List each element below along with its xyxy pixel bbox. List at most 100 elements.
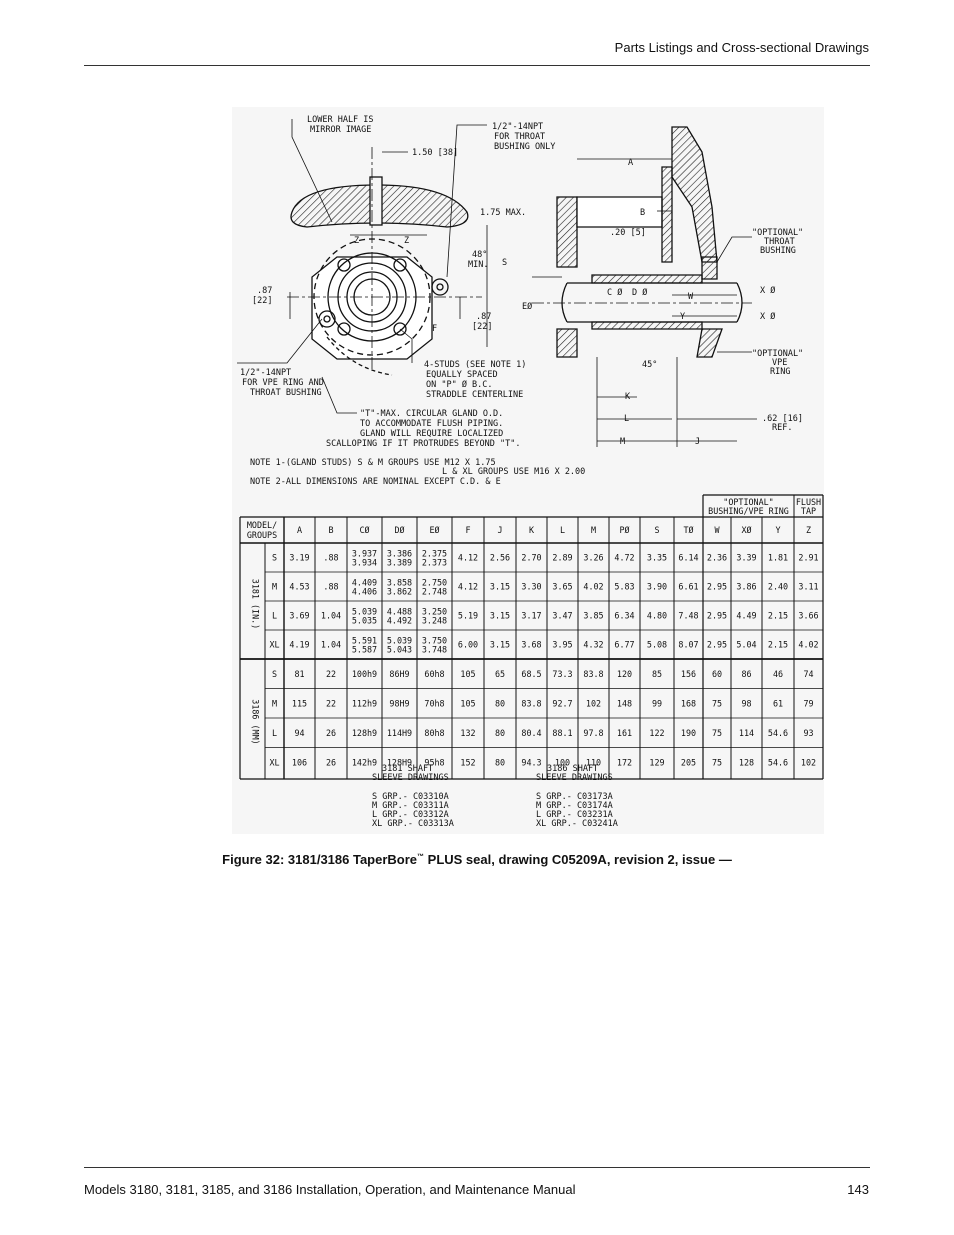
row-3186-cell-l-p: 161 (617, 728, 632, 738)
sleeve-3186-item-m: M GRP.- C03174A (536, 801, 613, 811)
label-dim87b-1: .87 (476, 312, 491, 322)
row-3186-cell-l-z: 93 (803, 728, 813, 738)
row-3186-cell-xl-z: 102 (801, 757, 816, 767)
drawing-notes: NOTE 1-(GLAND STUDS) S & M GROUPS USE M1… (250, 458, 585, 487)
row-3181-cell-l-y: 2.15 (768, 611, 788, 621)
label-opt-vpe-2: VPE (772, 358, 787, 368)
row-3181-cell-s-p: 4.72 (614, 553, 634, 563)
row-3186-cell-s-a: 81 (294, 669, 304, 679)
row-3186-cell-xl-t: 205 (681, 757, 696, 767)
sleeve-3186-item-s: S GRP.- C03173A (536, 792, 613, 802)
row-3181-cell-xl-w: 2.95 (707, 640, 727, 650)
row-3181-cell-l-f: 5.19 (458, 611, 478, 621)
label-j: J (695, 437, 700, 447)
row-3181-cell-l-b: 1.04 (321, 611, 341, 621)
row-3186-cell-xl-f: 152 (460, 757, 475, 767)
seal-section-view (532, 126, 757, 447)
group-flush-label-1: FLUSH (796, 497, 821, 507)
row-3181-cell-xl-j: 3.15 (490, 640, 510, 650)
row-3186-cell-l-l: 88.1 (552, 728, 572, 738)
block-label-3181: 3181 (IN.) (251, 579, 261, 629)
row-3186-cell-m-t: 168 (681, 698, 696, 708)
row-3181-cell-s-e-upper: 2.375 (422, 549, 447, 559)
row-3186-cell-s-w: 60 (712, 669, 722, 679)
row-3186-group-l: L (272, 728, 277, 738)
label-z-2: Z (404, 236, 409, 246)
shaft-sleeve-drawings: 3181 SHAFT SLEEVE DRAWINGS S GRP.- C0331… (372, 764, 618, 829)
row-3186-cell-xl-c: 142h9 (352, 757, 377, 767)
row-3186-cell-m-z: 79 (803, 698, 813, 708)
row-3181-cell-s-e-lower: 2.373 (422, 558, 447, 568)
row-3181-cell-m-t: 6.61 (678, 582, 698, 592)
column-header-model-1: MODEL/ (247, 520, 277, 530)
row-3181-cell-s-c-upper: 3.937 (352, 549, 377, 559)
caption-suffix: PLUS seal, drawing C05209A, revision 2, … (424, 852, 732, 867)
row-3186-cell-xl-b: 26 (326, 757, 336, 767)
row-3181-cell-s-y: 1.81 (768, 553, 788, 563)
row-3186-cell-l-f: 132 (460, 728, 475, 738)
row-3186-cell-l-t: 190 (681, 728, 696, 738)
row-3181-cell-l-s: 4.80 (647, 611, 667, 621)
label-opt-throat-3: BUSHING (760, 246, 796, 256)
caption-prefix: Figure 32: 3181/3186 TaperBore (222, 852, 418, 867)
label-tmax-2: TO ACCOMMODATE FLUSH PIPING. (360, 419, 503, 429)
gland-view-labels: LOWER HALF IS MIRROR IMAGE 1.50 [38] 1/2… (240, 115, 555, 449)
column-header-c: CØ (359, 525, 369, 535)
footer-page-number: 143 (847, 1182, 869, 1197)
row-3186-cell-s-l: 73.3 (552, 669, 572, 679)
row-3186-cell-m-y: 61 (773, 698, 783, 708)
row-3181-cell-m-m: 4.02 (583, 582, 603, 592)
row-3186-cell-l-w: 75 (712, 728, 722, 738)
sleeve-3186-title-2: SLEEVE DRAWINGS (536, 773, 613, 783)
column-header-e: EØ (429, 525, 439, 535)
row-3186-cell-s-y: 46 (773, 669, 783, 679)
row-3186-cell-l-y: 54.6 (768, 728, 788, 738)
row-3181-cell-l-e-upper: 3.250 (422, 607, 447, 617)
row-3181-cell-l-d-lower: 4.492 (387, 616, 412, 626)
label-dim20: .20 [5] (610, 228, 646, 238)
row-3181-cell-s-w: 2.36 (707, 553, 727, 563)
row-3186-cell-s-d: 86H9 (389, 669, 409, 679)
row-3181-group-l: L (272, 611, 277, 621)
row-3181-cell-m-w: 2.95 (707, 582, 727, 592)
row-3181-cell-xl-s: 5.08 (647, 640, 667, 650)
row-3186-cell-m-e: 70h8 (424, 698, 444, 708)
row-3181-cell-l-j: 3.15 (490, 611, 510, 621)
row-3181-cell-m-l: 3.65 (552, 582, 572, 592)
row-3186-cell-m-b: 22 (326, 698, 336, 708)
column-header-l: L (560, 525, 565, 535)
row-3181-cell-xl-d-upper: 5.039 (387, 636, 412, 646)
group-optional-label-1: "OPTIONAL" (723, 497, 773, 507)
row-3186-cell-m-x: 98 (741, 698, 751, 708)
column-header-d: DØ (394, 525, 404, 535)
sleeve-3181-item-s: S GRP.- C03310A (372, 792, 449, 802)
row-3186-cell-xl-w: 75 (712, 757, 722, 767)
sleeve-3186-title-1: 3186 SHAFT (547, 764, 598, 774)
label-dim-150: 1.50 [38] (412, 148, 458, 158)
technical-drawing: LOWER HALF IS MIRROR IMAGE 1.50 [38] 1/2… (237, 115, 824, 829)
row-3181-cell-m-f: 4.12 (458, 582, 478, 592)
label-tmax-1: "T"-MAX. CIRCULAR GLAND O.D. (360, 409, 503, 419)
label-npt-vpe-3: THROAT BUSHING (250, 388, 322, 398)
row-3181-cell-m-b: .88 (323, 582, 338, 592)
label-k: K (625, 392, 631, 402)
row-3181-cell-m-d-lower: 3.862 (387, 587, 412, 597)
label-lower-half-2: MIRROR IMAGE (310, 125, 371, 135)
row-3186-cell-m-w: 75 (712, 698, 722, 708)
row-3186-cell-l-s: 122 (649, 728, 664, 738)
label-npt-vpe-2: FOR VPE RING AND (242, 378, 324, 388)
column-header-b: B (328, 525, 333, 535)
column-header-z: Z (806, 525, 811, 535)
row-3181-cell-l-d-upper: 4.488 (387, 607, 412, 617)
row-3181-cell-m-s: 3.90 (647, 582, 667, 592)
row-3186-cell-xl-s: 129 (649, 757, 664, 767)
label-dim87a-1: .87 (257, 286, 272, 296)
row-3181-cell-xl-m: 4.32 (583, 640, 603, 650)
row-3181-cell-s-c-lower: 3.934 (352, 558, 377, 568)
row-3181-cell-l-c-upper: 5.039 (352, 607, 377, 617)
note-2: NOTE 2-ALL DIMENSIONS ARE NOMINAL EXCEPT… (250, 477, 501, 487)
figure-drawing: LOWER HALF IS MIRROR IMAGE 1.50 [38] 1/2… (232, 107, 824, 834)
note-1-a: NOTE 1-(GLAND STUDS) S & M GROUPS USE M1… (250, 458, 496, 468)
label-opt-throat-2: THROAT (764, 237, 795, 247)
label-tmax-3: GLAND WILL REQUIRE LOCALIZED (360, 429, 503, 439)
